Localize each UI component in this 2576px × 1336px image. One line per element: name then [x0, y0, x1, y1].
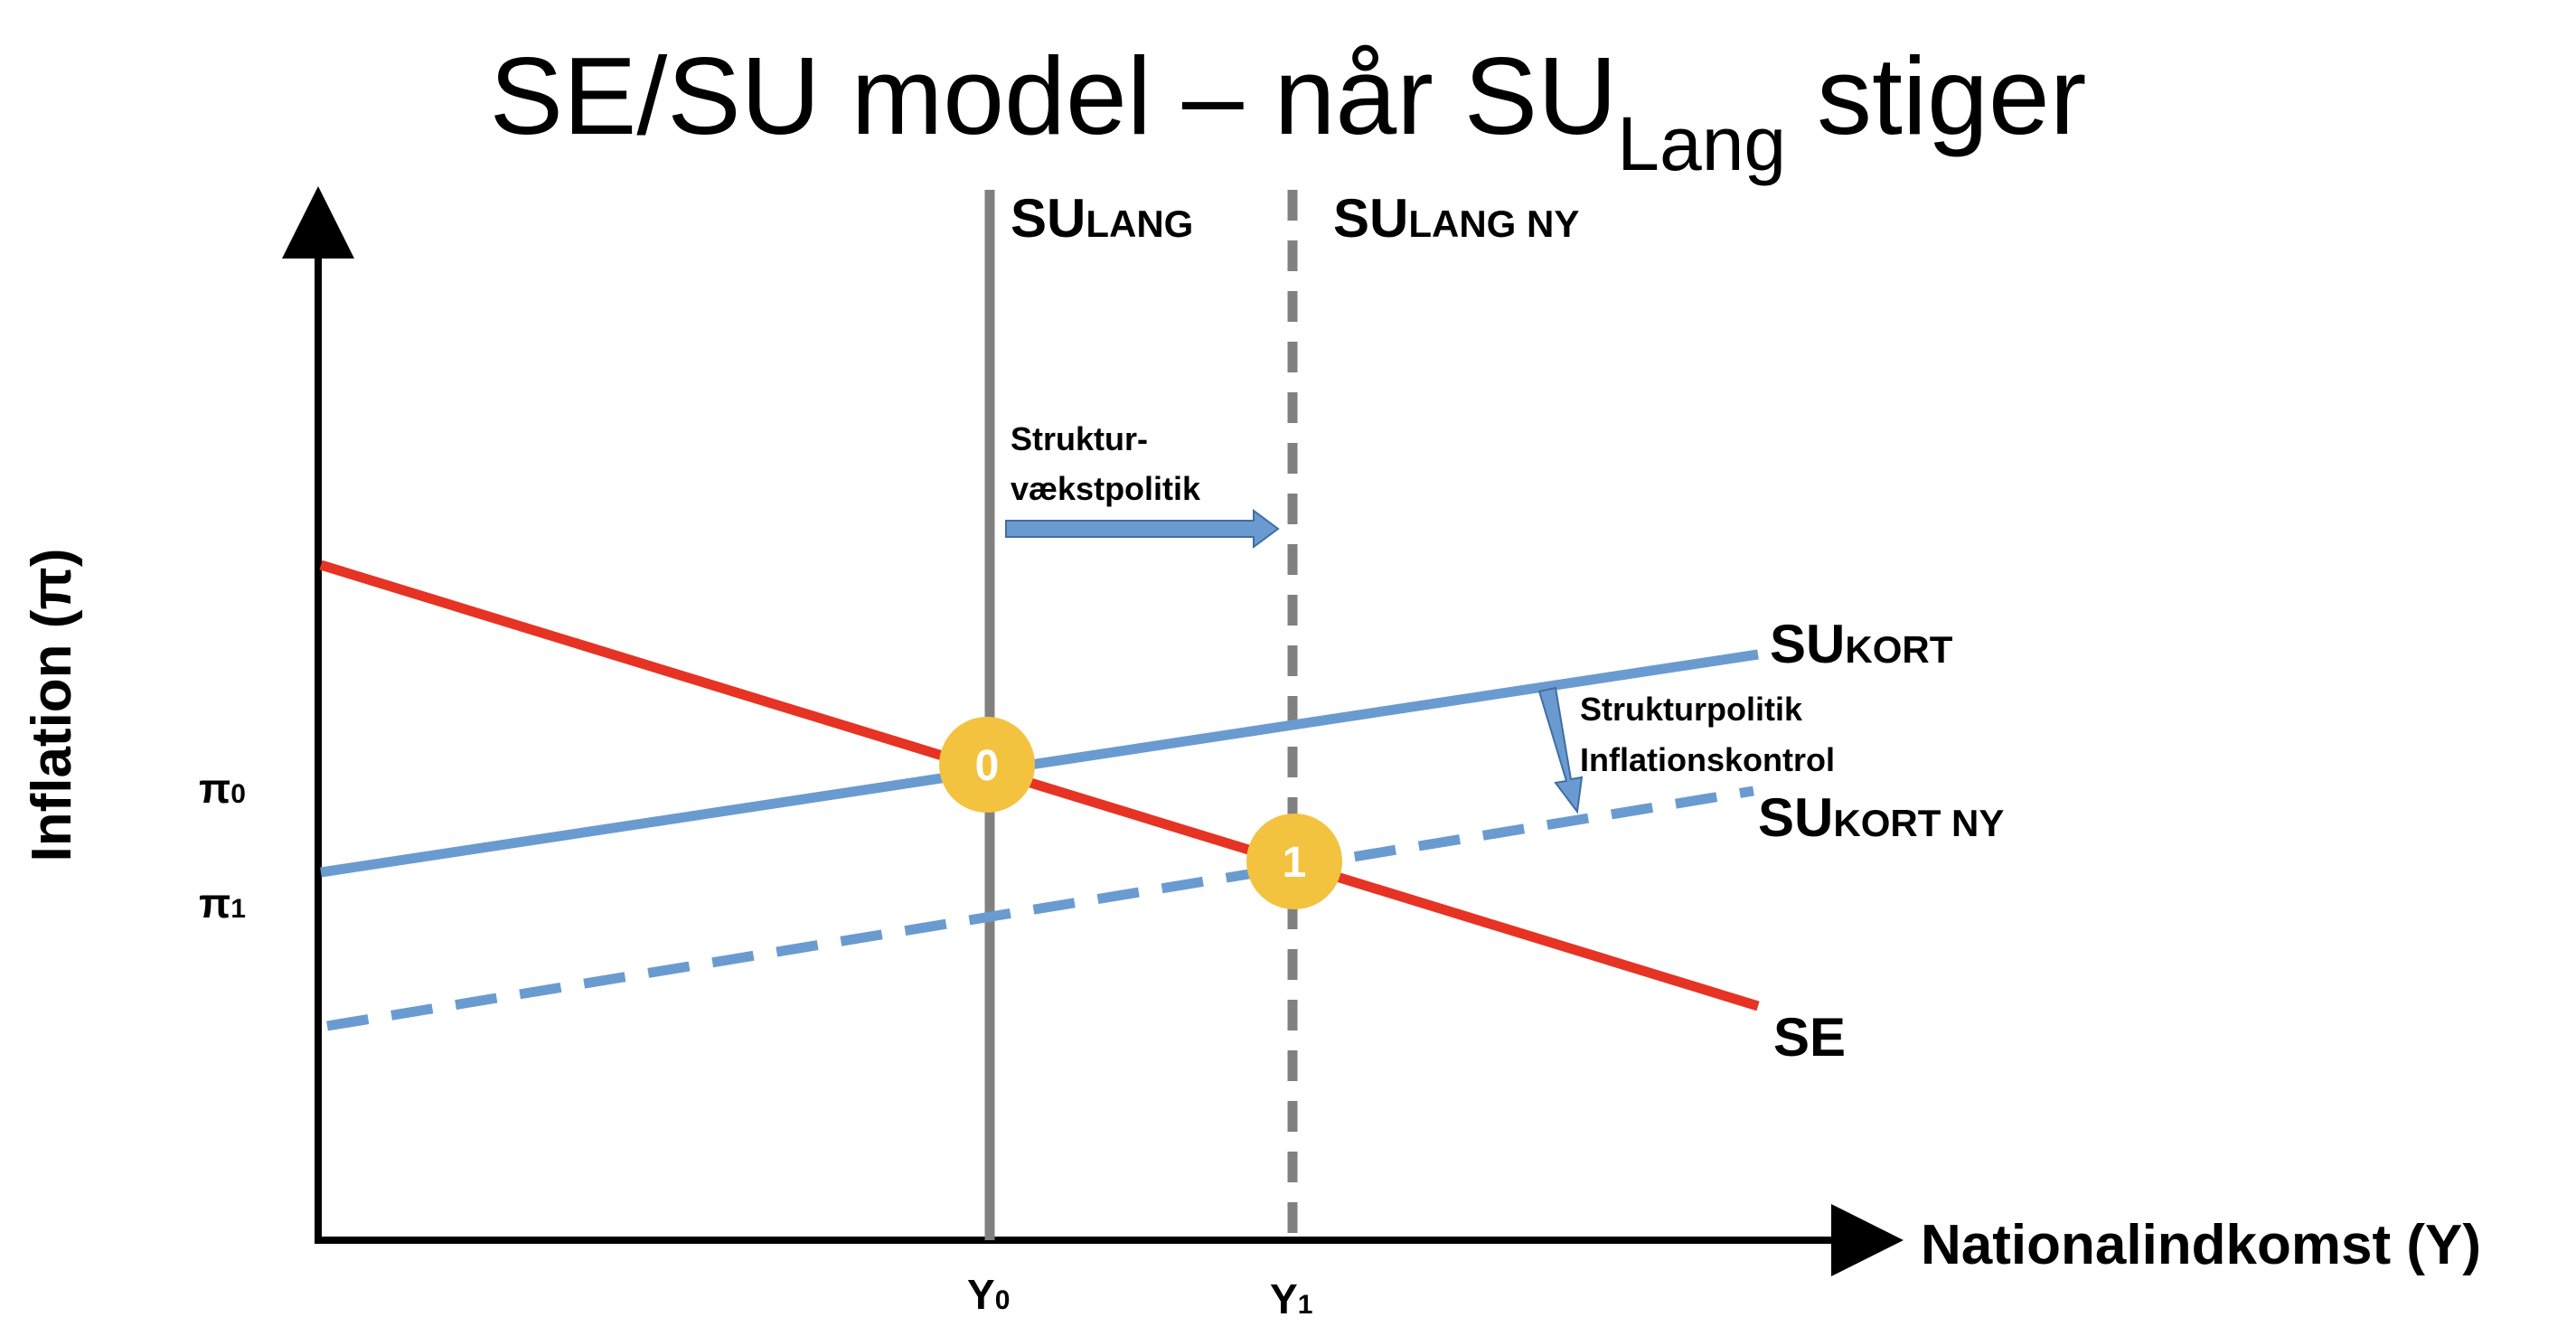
se-label: SE: [1773, 1007, 1846, 1068]
inflation-note-line1: Strukturpolitik: [1580, 691, 1803, 728]
y-tick-pi1: π1: [199, 880, 246, 927]
title-subscript: Lang: [1617, 101, 1786, 186]
su-lang-ny-label: SULANG NY: [1333, 188, 1579, 249]
inflation-arrow: [1537, 686, 1584, 814]
su-kort-ny-label: SUKORT NY: [1758, 787, 2004, 848]
struktur-arrow: [1005, 509, 1280, 549]
y-tick-pi0: π0: [199, 765, 246, 812]
equilibrium-point-1: [1246, 814, 1342, 909]
x-tick-y0: Y0: [967, 1271, 1010, 1318]
struktur-note-line2: vækstpolitik: [1011, 470, 1201, 507]
su-lang-label: SULANG: [1011, 188, 1193, 249]
y-axis-label: Inflation (π): [21, 548, 83, 861]
su-kort-label: SUKORT: [1770, 614, 1953, 674]
equilibrium-point-0: [939, 717, 1035, 813]
x-axis-label: Nationalindkomst (Y): [1921, 1214, 2481, 1276]
equilibrium-point-1-label: 1: [1283, 839, 1307, 887]
x-tick-y1: Y1: [1270, 1275, 1312, 1322]
se-line: [319, 560, 1760, 1011]
diagram-title: SE/SU model – når SULang stiger: [490, 34, 2087, 186]
inflation-note-line2: Inflationskontrol: [1580, 741, 1835, 778]
struktur-note-line1: Struktur-: [1011, 420, 1148, 457]
su-kort-line: [320, 649, 1759, 878]
su-kort-ny-line: [326, 786, 1754, 1031]
title-suffix: stiger: [1786, 34, 2086, 157]
equilibrium-point-0-label: 0: [975, 742, 1000, 790]
title-main: SE/SU model – når SU: [490, 34, 1618, 157]
